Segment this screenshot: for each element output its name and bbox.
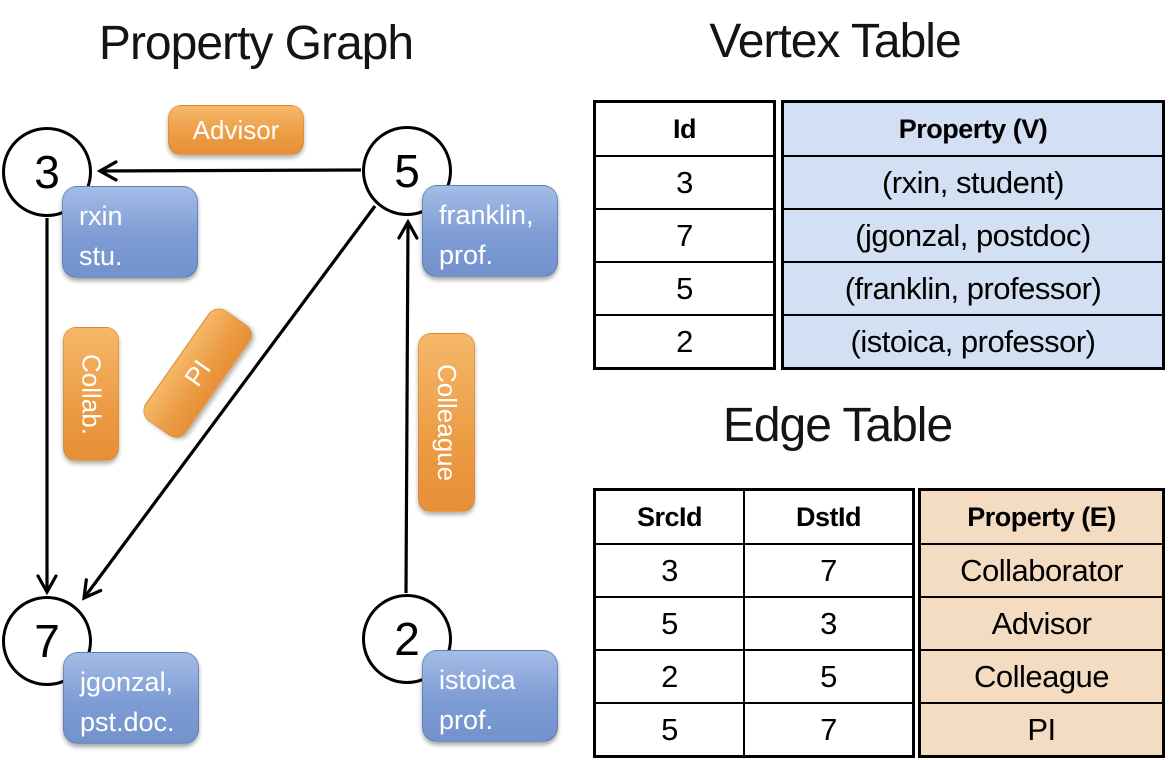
node-property-line: rxin xyxy=(79,201,123,231)
cell-dstid: 7 xyxy=(743,704,912,755)
node-id: 7 xyxy=(34,615,60,667)
header-id: Id xyxy=(673,113,697,144)
cell-property: (franklin, professor) xyxy=(784,263,1162,314)
graph-node-5: 5 xyxy=(362,126,452,216)
node-property-box-rxin: rxin stu. xyxy=(62,186,198,278)
table-row: 3 xyxy=(596,155,773,208)
node-id: 5 xyxy=(394,145,420,197)
header-property-v: Property (V) xyxy=(784,103,1162,155)
cell-property: PI xyxy=(921,704,1162,755)
table-row: (rxin, student) xyxy=(784,155,1162,208)
vertex-table-property-column: Property (V) (rxin, student) (jgonzal, p… xyxy=(781,100,1165,370)
cell-property: Colleague xyxy=(921,651,1162,702)
edge-label-collab: Collab. xyxy=(63,327,119,461)
table-row: (franklin, professor) xyxy=(784,261,1162,314)
cell-id: 5 xyxy=(676,270,693,306)
cell-srcid: 5 xyxy=(661,711,678,747)
property-graph-title: Property Graph xyxy=(98,17,414,70)
node-property-line: prof. xyxy=(439,240,494,270)
table-row: PI xyxy=(921,702,1162,755)
table-row: (istoica, professor) xyxy=(784,314,1162,367)
node-property-box-jgonzal: jgonzal, pst.doc. xyxy=(63,652,199,744)
edge-table-id-columns: SrcId DstId 3 7 5 3 2 5 5 7 xyxy=(593,488,915,758)
table-row: 2 xyxy=(596,314,773,367)
cell-dstid: 7 xyxy=(743,545,912,596)
node-id: 2 xyxy=(394,613,420,665)
edge-5-to-7 xyxy=(82,205,377,601)
node-property-line: jgonzal, xyxy=(80,667,174,697)
node-property-line: stu. xyxy=(79,241,123,271)
table-row: 7 xyxy=(596,208,773,261)
edge-label-advisor: Advisor xyxy=(168,105,304,155)
header-srcid: SrcId xyxy=(636,501,703,532)
cell-id: 7 xyxy=(676,217,693,253)
cell-property: (istoica, professor) xyxy=(784,316,1162,367)
vertex-table-id-column: Id 3 7 5 2 xyxy=(593,100,776,370)
graph-edges-layer xyxy=(36,160,419,601)
vertex-table-title: Vertex Table xyxy=(709,15,961,68)
cell-srcid: 3 xyxy=(661,552,678,588)
node-id: 3 xyxy=(34,146,60,198)
table-row: Collaborator xyxy=(921,543,1162,596)
header-dstid: DstId xyxy=(743,491,912,543)
cell-property: (rxin, student) xyxy=(784,157,1162,208)
cell-srcid: 2 xyxy=(661,658,678,694)
table-row: Colleague xyxy=(921,649,1162,702)
table-row: 5 7 xyxy=(596,702,912,755)
table-row: 5 xyxy=(596,261,773,314)
node-property-line: franklin, xyxy=(439,200,534,230)
cell-dstid: 5 xyxy=(743,651,912,702)
table-header-row: SrcId DstId xyxy=(596,491,912,543)
table-row: 2 5 xyxy=(596,649,912,702)
cell-id: 2 xyxy=(676,323,693,359)
node-property-line: istoica xyxy=(439,665,516,695)
cell-srcid: 5 xyxy=(661,605,678,641)
node-property-box-franklin: franklin, prof. xyxy=(422,185,558,277)
node-property-box-istoica: istoica prof. xyxy=(422,650,558,742)
table-row: Advisor xyxy=(921,596,1162,649)
graph-node-2: 2 xyxy=(362,594,452,684)
table-header-row: Property (V) xyxy=(784,103,1162,155)
edge-5-to-3 xyxy=(96,160,362,182)
node-property-line: pst.doc. xyxy=(80,707,175,737)
node-property-line: prof. xyxy=(439,705,494,735)
table-row: 3 7 xyxy=(596,543,912,596)
cell-id: 3 xyxy=(676,164,693,200)
edge-table-title: Edge Table xyxy=(722,399,953,452)
cell-property: Collaborator xyxy=(921,545,1162,596)
edge-2-to-5 xyxy=(397,218,419,594)
table-row: (jgonzal, postdoc) xyxy=(784,208,1162,261)
edge-table-property-column: Property (E) Collaborator Advisor Collea… xyxy=(918,488,1165,758)
table-header-row: Property (E) xyxy=(921,491,1162,543)
header-property-e: Property (E) xyxy=(921,491,1162,543)
table-row: 5 3 xyxy=(596,596,912,649)
edge-label-colleague: Colleague xyxy=(418,333,475,512)
cell-property: (jgonzal, postdoc) xyxy=(784,210,1162,261)
table-header-row: Id xyxy=(596,103,773,155)
cell-property: Advisor xyxy=(921,598,1162,649)
cell-dstid: 3 xyxy=(743,598,912,649)
